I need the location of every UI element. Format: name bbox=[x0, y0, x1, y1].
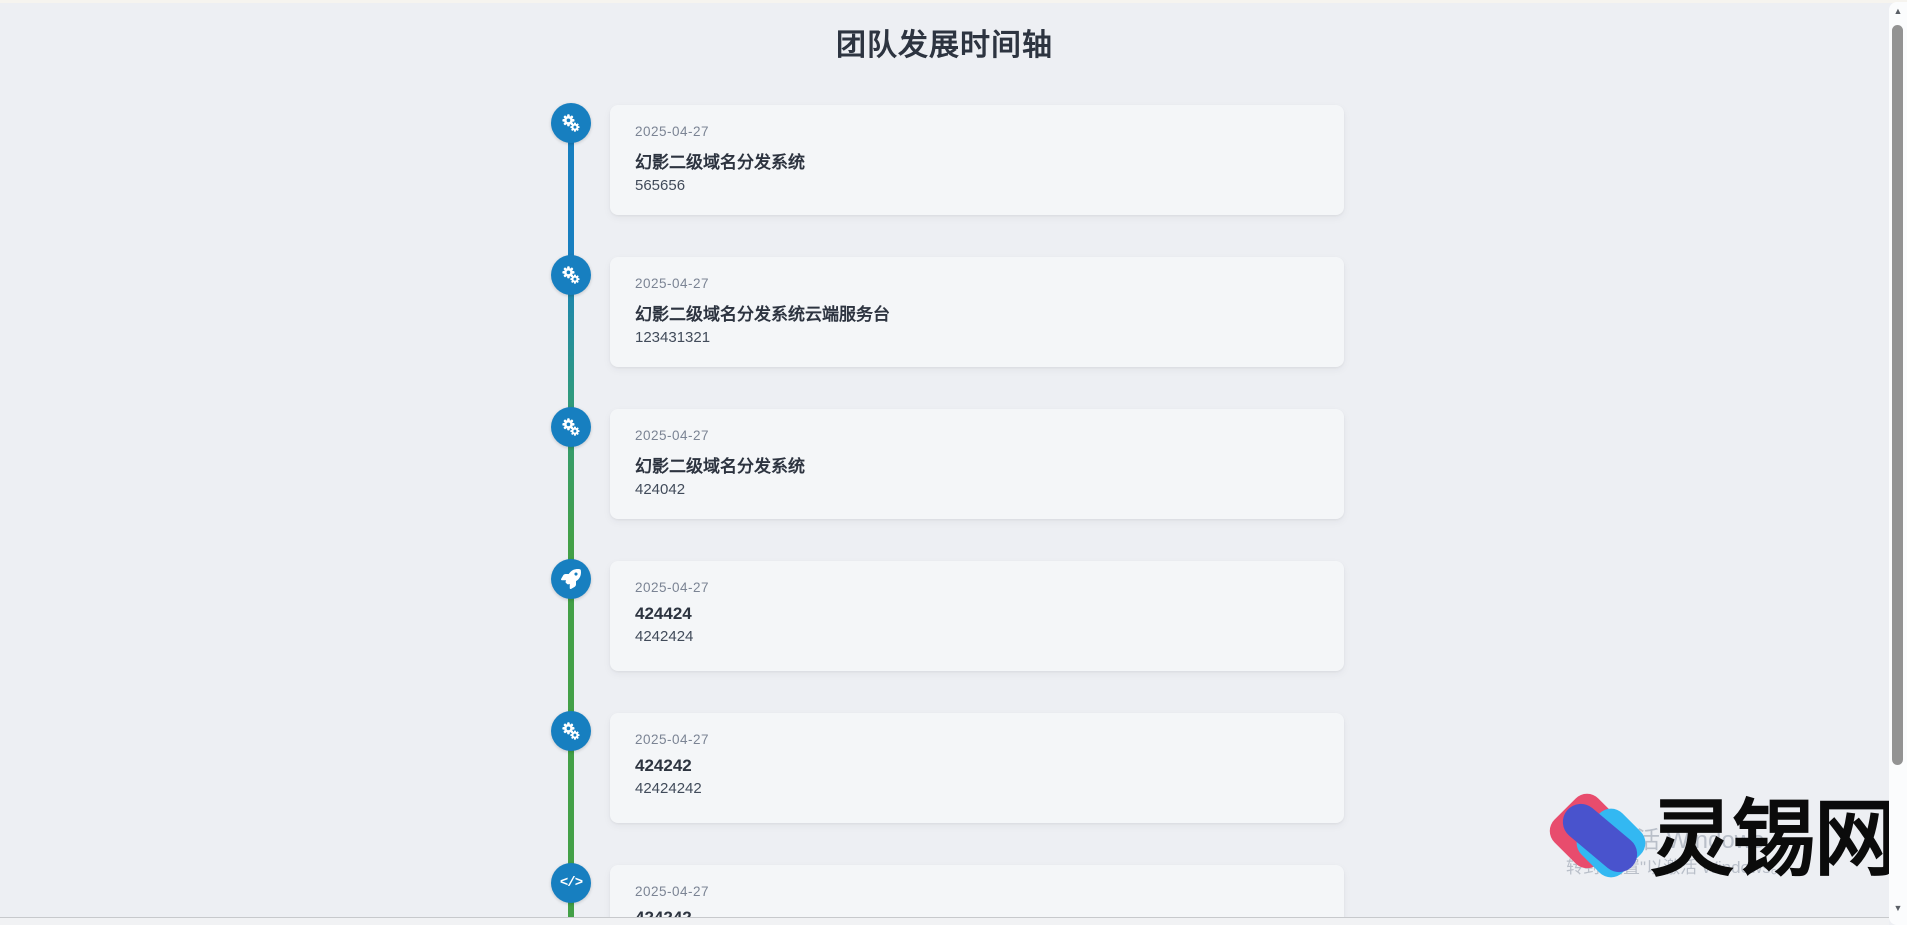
gears-icon bbox=[551, 407, 591, 447]
gears-icon bbox=[551, 103, 591, 143]
timeline-card: 2025-04-27 424424 4242424 bbox=[610, 561, 1344, 671]
timeline-content: 42424242 bbox=[635, 780, 702, 797]
timeline-title: 幻影二级域名分发系统 bbox=[635, 153, 805, 172]
timeline-date: 2025-04-27 bbox=[635, 732, 710, 747]
timeline: 2025-04-27 幻影二级域名分发系统 565656 2025-04-27 … bbox=[551, 83, 1344, 925]
page-title: 团队发展时间轴 bbox=[836, 29, 1053, 62]
timeline-item: 2025-04-27 幻影二级域名分发系统 565656 bbox=[551, 103, 1344, 215]
timeline-card: 2025-04-27 幻影二级域名分发系统云端服务台 123431321 bbox=[610, 257, 1344, 367]
timeline-date: 2025-04-27 bbox=[635, 580, 710, 595]
vertical-scrollbar[interactable]: ▲ ▼ bbox=[1889, 2, 1907, 925]
timeline-content: 123431321 bbox=[635, 329, 711, 346]
timeline-item: 2025-04-27 幻影二级域名分发系统 424042 bbox=[551, 407, 1344, 519]
window-bottom-edge bbox=[0, 917, 1889, 925]
timeline-date: 2025-04-27 bbox=[635, 884, 710, 899]
timeline-item: 2025-04-27 幻影二级域名分发系统云端服务台 123431321 bbox=[551, 255, 1344, 367]
site-logo: 灵锡网 bbox=[1543, 787, 1898, 888]
code-icon: </> bbox=[551, 863, 591, 903]
logo-mark-icon bbox=[1543, 787, 1653, 888]
rocket-icon bbox=[551, 559, 591, 599]
scrollbar-thumb[interactable] bbox=[1892, 25, 1903, 765]
logo-text: 灵锡网 bbox=[1650, 792, 1898, 886]
timeline-title: 424242 bbox=[635, 756, 692, 775]
timeline-content: 4242424 bbox=[635, 628, 694, 645]
timeline-title: 424424 bbox=[635, 604, 692, 623]
timeline-date: 2025-04-27 bbox=[635, 124, 710, 139]
timeline-item: 2025-04-27 424242 42424242 bbox=[551, 711, 1344, 823]
timeline-item: </> 2025-04-27 424242 bbox=[551, 863, 1344, 925]
timeline-card: 2025-04-27 幻影二级域名分发系统 565656 bbox=[610, 105, 1344, 215]
timeline-card: 2025-04-27 幻影二级域名分发系统 424042 bbox=[610, 409, 1344, 519]
scrollbar-up-arrow-icon[interactable]: ▲ bbox=[1893, 6, 1903, 16]
timeline-content: 565656 bbox=[635, 177, 686, 194]
timeline-item: 2025-04-27 424424 4242424 bbox=[551, 559, 1344, 671]
timeline-title: 幻影二级域名分发系统云端服务台 bbox=[635, 305, 890, 324]
timeline-card: 2025-04-27 424242 42424242 bbox=[610, 713, 1344, 823]
window-top-edge bbox=[0, 0, 1907, 3]
timeline-date: 2025-04-27 bbox=[635, 428, 710, 443]
gears-icon bbox=[551, 711, 591, 751]
timeline-date: 2025-04-27 bbox=[635, 276, 710, 291]
timeline-content: 424042 bbox=[635, 481, 686, 498]
timeline-line bbox=[568, 123, 574, 925]
gears-icon bbox=[551, 255, 591, 295]
timeline-title: 幻影二级域名分发系统 bbox=[635, 457, 805, 476]
scrollbar-down-arrow-icon[interactable]: ▼ bbox=[1893, 903, 1903, 913]
timeline-card: 2025-04-27 424242 bbox=[610, 865, 1344, 925]
